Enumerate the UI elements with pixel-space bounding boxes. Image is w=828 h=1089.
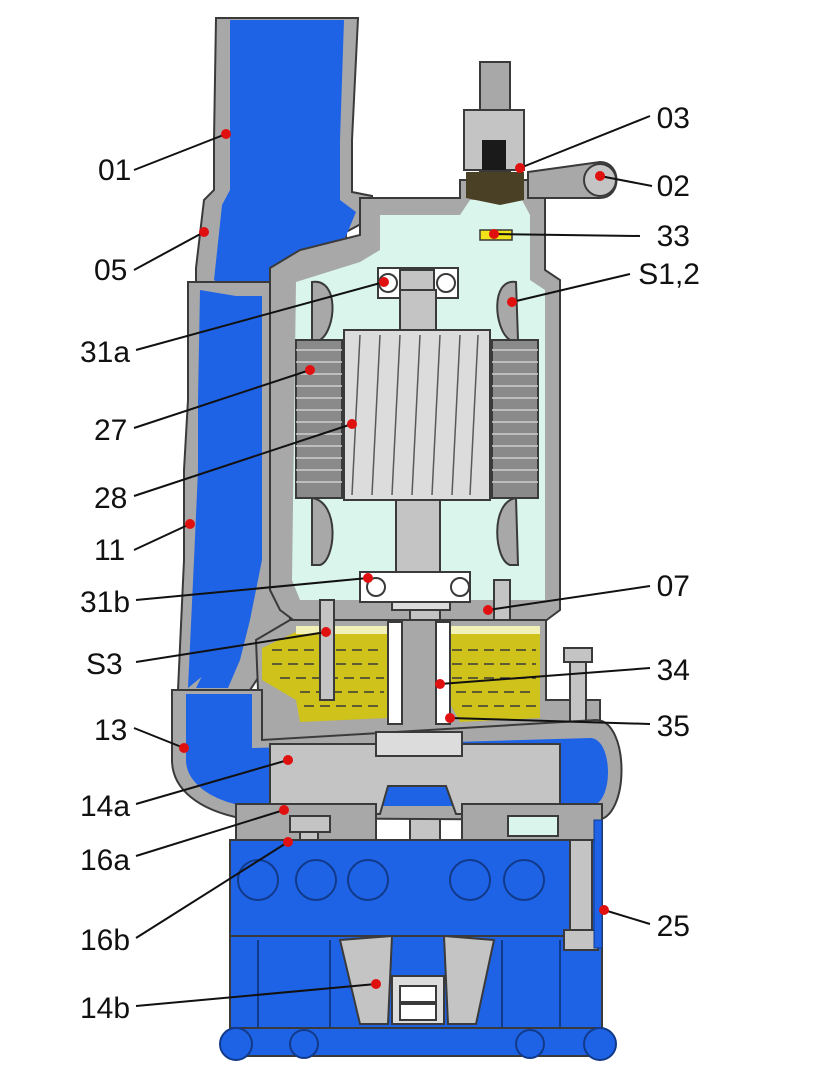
- part-label-13: 13: [94, 714, 127, 747]
- discharge-water-channel: [214, 20, 356, 300]
- leader-line-34: [439, 667, 651, 685]
- rotor: [343, 289, 491, 501]
- cable-seal: [482, 140, 506, 170]
- leader-line-35: [449, 717, 651, 725]
- mechanical-seal-left: [387, 621, 403, 725]
- leader-line-31a: [135, 281, 385, 351]
- leader-line-01: [133, 133, 227, 171]
- marker-dot-01: [221, 129, 231, 139]
- leader-line-07: [487, 585, 651, 611]
- marker-dot-25: [599, 905, 609, 915]
- leader-line-02: [599, 175, 653, 187]
- outer-water-channel: [188, 290, 236, 688]
- discharge-pipe: [195, 17, 373, 302]
- marker-dot-16a: [279, 805, 289, 815]
- stator-laminations: [296, 349, 538, 483]
- mechanical-seal-right: [435, 621, 451, 725]
- part-label-s12: S1,2: [638, 258, 700, 291]
- leader-line-33: [493, 233, 641, 237]
- cable-entry: [463, 61, 618, 205]
- part-label-31b: 31b: [80, 586, 130, 619]
- upper-impeller: [269, 731, 561, 815]
- oil-fill-right: [448, 632, 540, 722]
- leader-line-14a: [135, 759, 289, 805]
- adjust-bolt-16b: [289, 815, 331, 833]
- part-label-07: 07: [657, 570, 690, 603]
- marker-dot-14a: [283, 755, 293, 765]
- marker-dot-03: [515, 163, 525, 173]
- tie-bolt-25: [563, 819, 603, 951]
- tie-bolt-upper: [563, 647, 593, 735]
- marker-dot-27: [305, 365, 315, 375]
- marker-dot-s12: [507, 297, 517, 307]
- leader-line-s12: [511, 273, 631, 303]
- strainer-ribs: [257, 940, 561, 1028]
- marker-dot-34: [435, 679, 445, 689]
- leader-line-16b: [135, 841, 289, 939]
- marker-dot-16b: [283, 837, 293, 847]
- oil-chamber: [254, 579, 601, 741]
- rotor-bars: [351, 334, 479, 496]
- part-label-27: 27: [94, 414, 127, 447]
- part-label-14a: 14a: [80, 790, 130, 823]
- marker-dot-02: [595, 171, 605, 181]
- marker-dot-s3: [321, 627, 331, 637]
- part-label-11: 11: [94, 534, 125, 567]
- marker-dot-14b: [371, 979, 381, 989]
- part-label-28: 28: [94, 482, 127, 515]
- part-label-34: 34: [657, 654, 690, 687]
- part-label-02: 02: [657, 170, 690, 203]
- part-label-03: 03: [657, 102, 690, 135]
- cable-bundle: [466, 172, 524, 205]
- marker-dot-31a: [379, 277, 389, 287]
- strainer-body: [229, 839, 603, 941]
- leader-line-05: [133, 231, 205, 271]
- part-label-01: 01: [98, 154, 131, 187]
- leader-line-28: [133, 423, 353, 497]
- leader-line-11: [133, 523, 191, 551]
- lower-bearing: [359, 571, 471, 603]
- leader-line-16a: [135, 809, 285, 857]
- leader-line-13: [133, 727, 185, 749]
- part-label-35: 35: [657, 710, 690, 743]
- lower-impeller: [338, 934, 496, 1025]
- part-label-25: 25: [657, 910, 690, 943]
- part-label-31a: 31a: [80, 336, 130, 369]
- leader-line-14b: [135, 983, 377, 1007]
- marker-dot-07: [483, 605, 493, 615]
- stator: [295, 339, 539, 499]
- part-label-14b: 14b: [80, 992, 130, 1025]
- base-frame: [219, 1027, 617, 1061]
- leader-line-25: [603, 909, 651, 925]
- marker-dot-31b: [363, 573, 373, 583]
- marker-dot-13: [179, 743, 189, 753]
- part-label-33: 33: [657, 220, 690, 253]
- part-label-05: 05: [94, 254, 127, 287]
- part-label-s3: S3: [86, 648, 123, 681]
- leader-line-03: [519, 115, 651, 169]
- oil-plug-left: [319, 599, 335, 701]
- leader-line-s3: [135, 631, 327, 663]
- marker-dot-28: [347, 419, 357, 429]
- marker-dot-05: [199, 227, 209, 237]
- strainer: [229, 839, 603, 1029]
- oil-plug-right: [493, 579, 511, 621]
- leader-line-27: [133, 369, 311, 429]
- part-label-16a: 16a: [80, 844, 130, 877]
- marker-dot-11: [185, 519, 195, 529]
- marker-dot-33: [489, 229, 499, 239]
- marker-dot-35: [445, 713, 455, 723]
- leader-line-31b: [135, 577, 369, 601]
- part-label-16b: 16b: [80, 924, 130, 957]
